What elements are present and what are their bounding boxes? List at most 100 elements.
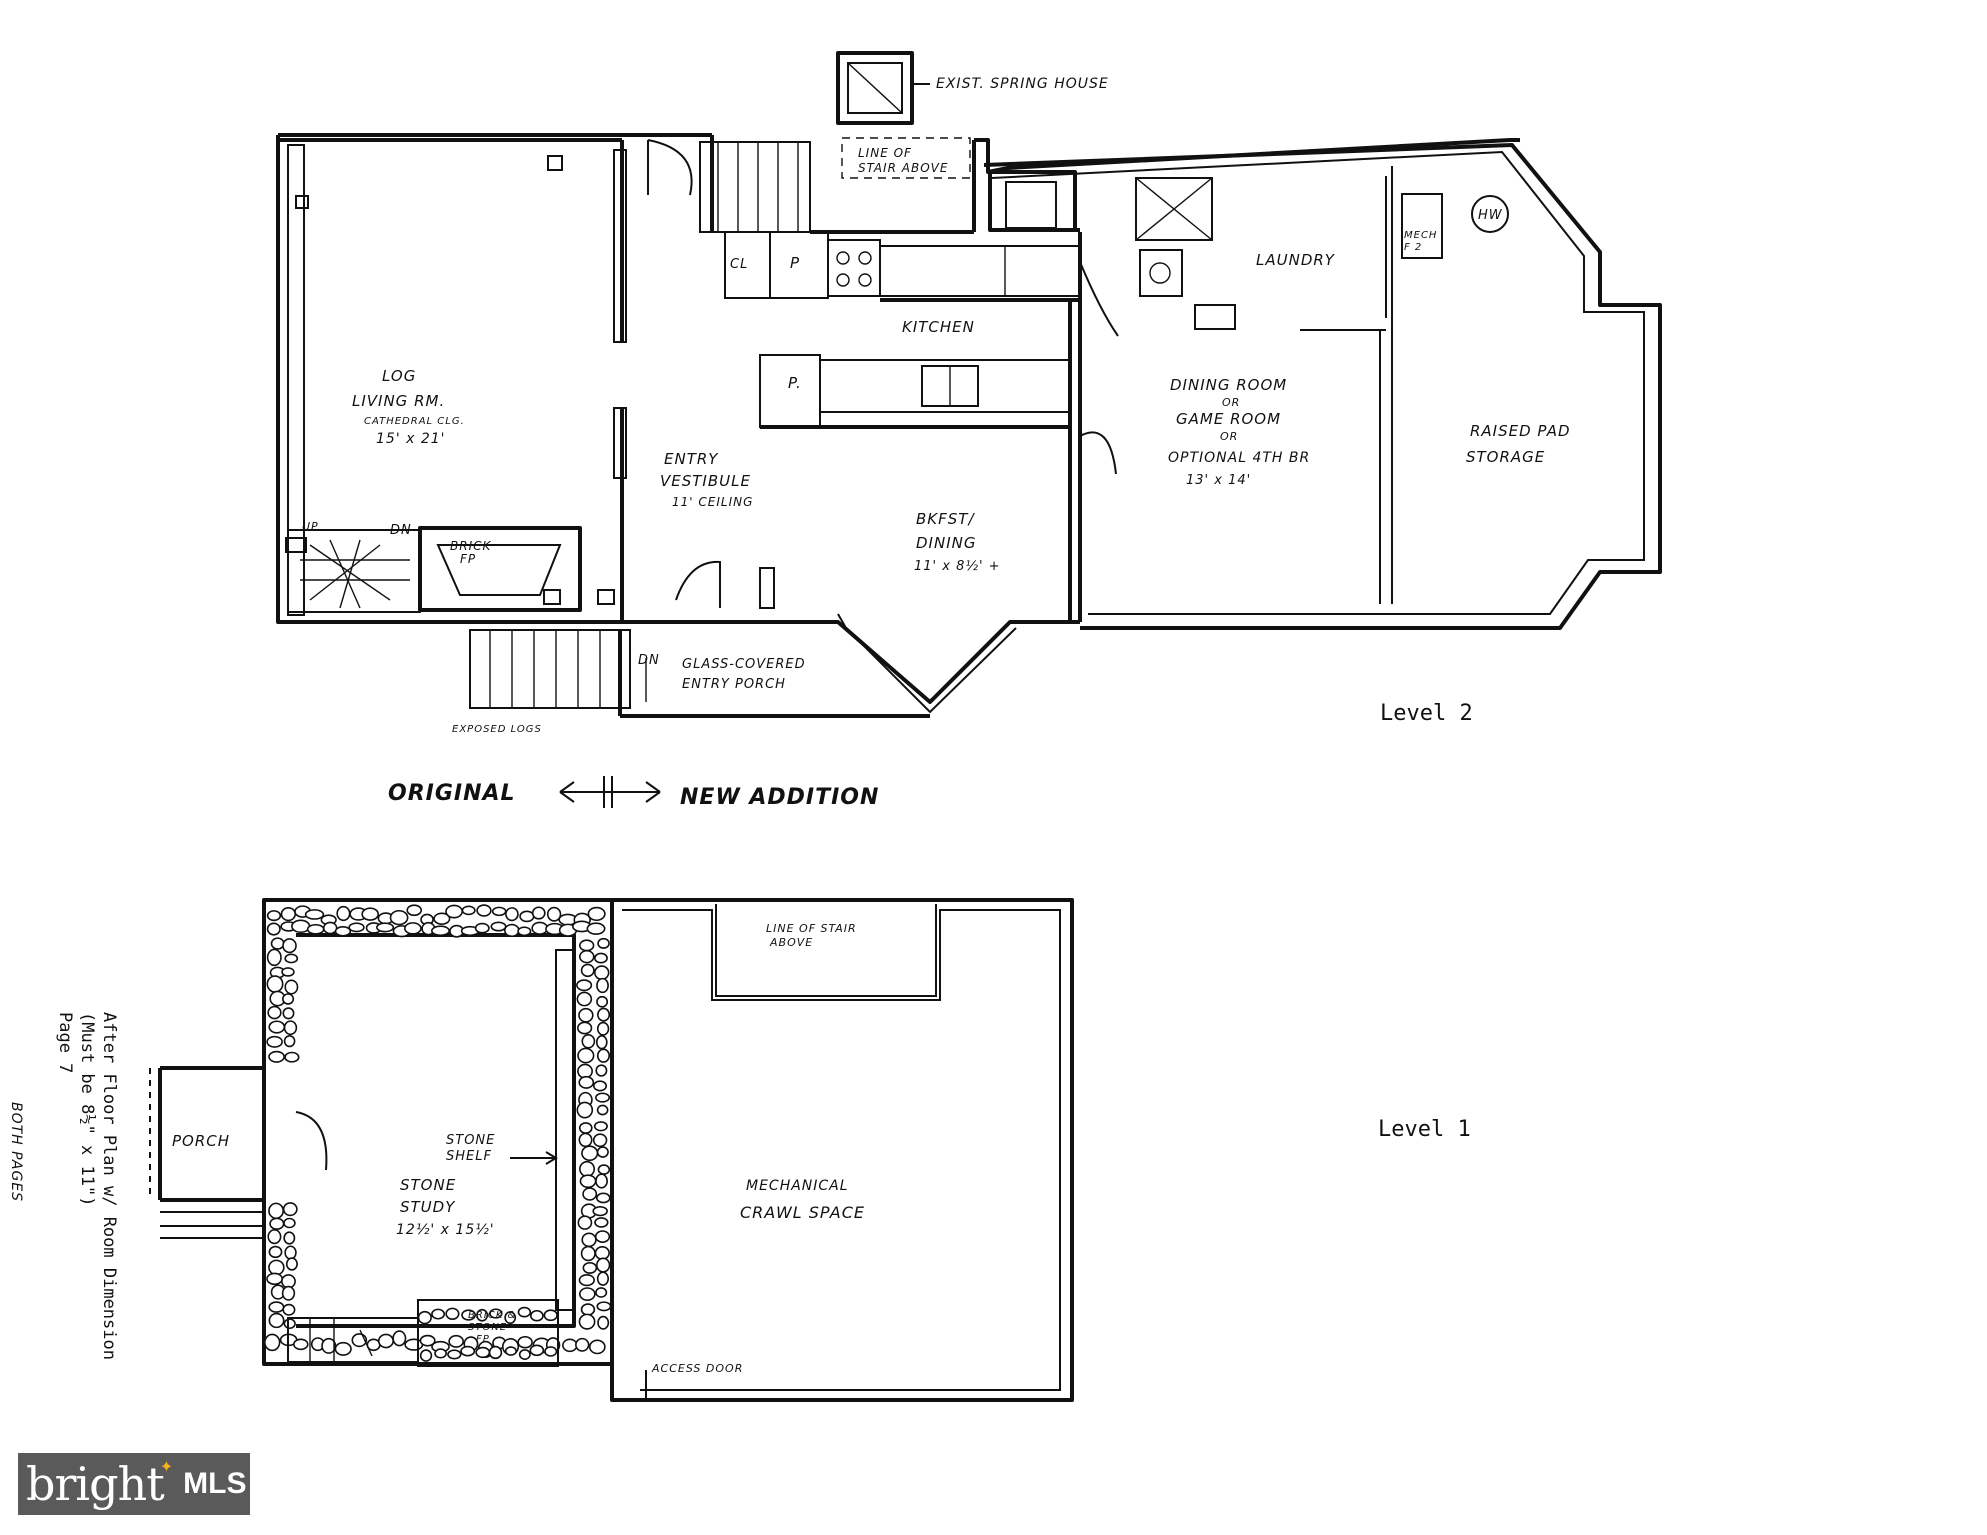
stone-texture: [264, 1333, 281, 1352]
stone-texture: [596, 1271, 609, 1286]
stone-texture: [580, 1303, 596, 1316]
raised-pad-label-1: RAISED PAD: [1470, 422, 1571, 440]
stone-texture: [281, 967, 295, 977]
stone-texture: [503, 923, 520, 938]
stone-texture: [578, 1274, 595, 1287]
level1-stair-line-label-1: LINE OF STAIR: [766, 922, 857, 935]
stone-texture: [283, 1034, 296, 1048]
logo-brand: bright: [26, 1457, 165, 1511]
stone-texture: [282, 938, 297, 954]
stone-texture: [491, 906, 507, 917]
stone-texture: [578, 1122, 593, 1134]
stone-texture: [582, 1261, 598, 1274]
stone-texture: [267, 1005, 282, 1020]
brick-fp-label-1: BRICK: [450, 539, 491, 553]
stone-texture: [582, 1187, 598, 1201]
stone-texture: [488, 1345, 503, 1360]
stone-texture: [578, 1075, 595, 1089]
stone-texture: [475, 1346, 491, 1359]
stone-texture: [284, 953, 299, 964]
stair-line-label-1: LINE OF: [858, 146, 912, 160]
stone-texture: [476, 1308, 489, 1322]
stone-texture: [594, 1246, 610, 1260]
stone-texture: [581, 1145, 599, 1162]
closet-label: CL: [730, 257, 748, 272]
entry-vestibule-label-3: 11' CEILING: [672, 495, 753, 509]
stone-texture: [322, 921, 338, 935]
stone-texture: [576, 991, 593, 1007]
stone-texture: [529, 1344, 545, 1357]
stone-texture: [596, 977, 609, 994]
brick-fireplace: [418, 526, 582, 612]
logo-suffix: MLS: [183, 1467, 247, 1500]
stone-texture: [597, 1007, 611, 1022]
stone-texture: [580, 963, 595, 978]
stone-texture: [575, 1337, 590, 1352]
level-2-labels: EXIST. SPRING HOUSE LINE OF STAIR ABOVE …: [302, 76, 1571, 735]
stone-texture: [594, 1230, 611, 1243]
spring-house-label: EXIST. SPRING HOUSE: [936, 76, 1109, 92]
stone-texture: [282, 993, 295, 1005]
stone-texture: [280, 906, 297, 922]
stone-texture: [544, 1346, 558, 1357]
spring-house: [836, 51, 914, 125]
stone-texture: [578, 1132, 593, 1148]
stone-texture: [334, 1341, 352, 1356]
glass-porch-label-2: ENTRY PORCH: [682, 677, 786, 692]
stone-texture: [576, 1101, 594, 1119]
stone-texture: [595, 1173, 608, 1189]
stone-texture: [282, 1007, 295, 1020]
stone-texture: [519, 910, 535, 923]
bright-mls-logo: bright ✦ MLS: [18, 1453, 250, 1515]
stone-texture: [283, 1020, 298, 1036]
stone-texture: [461, 905, 476, 916]
bkfst-label-2: DINING: [916, 534, 976, 552]
stone-texture: [293, 1338, 309, 1351]
level1-stair-line-label-2: ABOVE: [769, 936, 813, 949]
dining-game-label-5: OPTIONAL 4TH BR: [1168, 450, 1310, 466]
crawl-space-walls: [610, 898, 1074, 1402]
stone-texture: [597, 937, 610, 949]
stone-texture: [595, 1035, 608, 1050]
stone-texture: [594, 952, 608, 964]
entry-vestibule-label-1: ENTRY: [664, 450, 719, 468]
stone-study-label-3: 12½' x 15½': [396, 1222, 495, 1238]
stone-texture: [283, 1318, 296, 1330]
stone-texture: [266, 1035, 283, 1048]
stone-texture: [579, 1174, 597, 1189]
entry-vestibule-label-2: VESTIBULE: [660, 472, 751, 490]
stone-texture: [336, 905, 351, 922]
stone-texture: [587, 906, 606, 922]
stone-texture: [580, 1245, 596, 1262]
mech-label-1: MECH: [1404, 230, 1437, 241]
new-addition-label: NEW ADDITION: [680, 785, 879, 810]
stone-texture: [594, 1217, 609, 1228]
stone-texture: [529, 1309, 544, 1322]
stone-texture: [596, 1257, 611, 1273]
stone-texture: [270, 937, 285, 950]
stone-texture: [460, 1345, 476, 1357]
stone-texture: [531, 921, 549, 935]
stone-texture: [581, 1232, 597, 1248]
stone-texture: [579, 939, 595, 952]
stone-texture: [592, 1206, 608, 1217]
stone-texture: [304, 909, 325, 920]
bkfst-label-1: BKFST/: [916, 510, 975, 528]
log-living-label-4: 15' x 21': [376, 431, 446, 447]
stone-texture: [268, 1202, 284, 1220]
stone-texture: [596, 1048, 611, 1063]
stone-texture: [284, 1051, 300, 1063]
mechanical-label-2: CRAWL SPACE: [740, 1203, 865, 1222]
both-pages-label: BOTH PAGES: [8, 1102, 24, 1202]
stone-texture: [283, 1231, 296, 1245]
dn-porch-label: DN: [638, 653, 660, 668]
stone-walls: [262, 898, 614, 1366]
stone-texture: [489, 1308, 503, 1319]
stone-texture: [434, 1348, 447, 1359]
stone-texture: [306, 923, 325, 935]
stone-texture: [595, 1192, 611, 1204]
bkfst-label-3: 11' x 8½' +: [914, 559, 1001, 574]
stone-texture: [597, 1315, 610, 1330]
hw-label: HW: [1478, 208, 1503, 223]
stone-texture: [291, 919, 311, 934]
